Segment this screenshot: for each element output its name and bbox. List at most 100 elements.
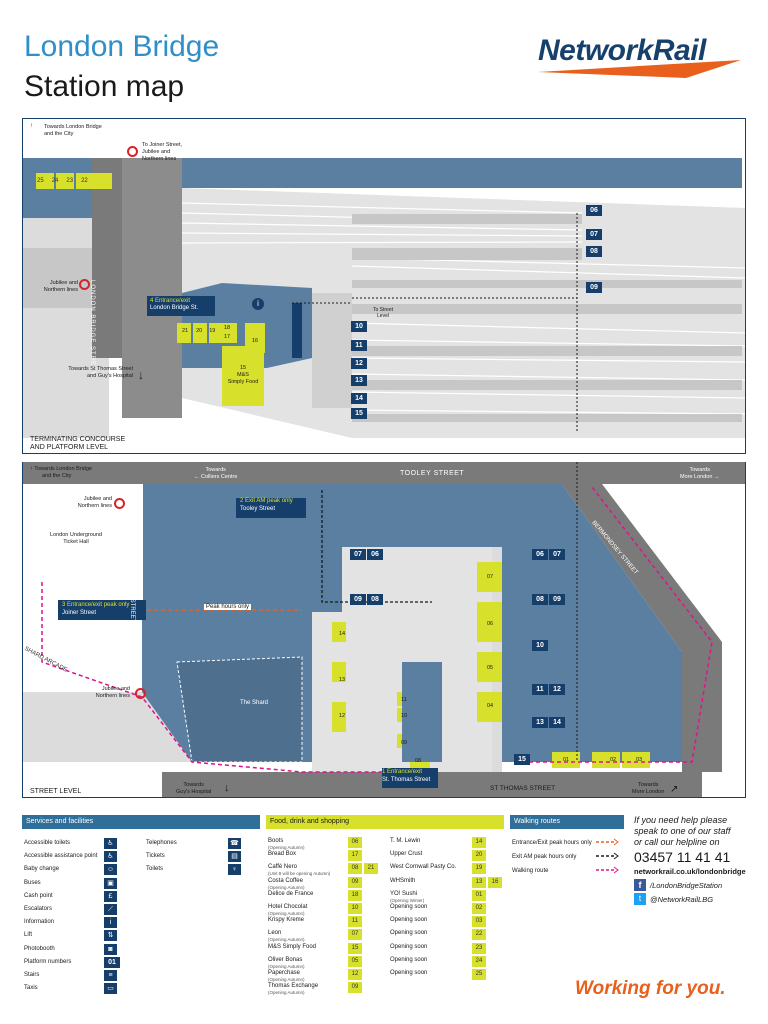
shop-name: Leon [268, 930, 282, 937]
shop-name: West Cornwall Pasty Co. [390, 864, 457, 871]
platform-14-right: 14 [549, 717, 565, 728]
info-icon: i [104, 917, 117, 929]
shop-label: Opening soon [390, 930, 427, 936]
unit-badge: 02 [472, 903, 486, 914]
platform-09: 09 [586, 282, 602, 293]
shop-name: Costa Coffee [268, 877, 303, 884]
twitter-icon: t [634, 893, 646, 905]
helpline-number[interactable]: 03457 11 41 41 [634, 849, 731, 865]
shop-label: Opening soon [390, 917, 427, 923]
shop-name: Paperchase [268, 970, 301, 976]
joiner-street-label: JOINER STREET [129, 575, 135, 623]
platform-06: 06 [586, 205, 602, 216]
shop-label: Boots(Opening Autumn) [268, 838, 305, 850]
platform-12: 12 [351, 358, 367, 369]
unit-03: 03 [636, 757, 643, 763]
service-label: Platform numbers [24, 958, 72, 965]
shop-status: (Opening Autumn) [268, 845, 305, 850]
exit-am-peak: 2 Exit AM peak only Tooley Street [240, 498, 293, 512]
lift-icon: ⇅ [104, 930, 117, 942]
unit-12: 12 [339, 713, 346, 719]
shop-name: WHSmith [390, 877, 416, 884]
down-arrow-icon: ↓ [138, 368, 144, 382]
shop-status: (Opening Autumn) [268, 963, 305, 969]
unit-badge: 13 [472, 876, 486, 888]
unit-badge: 15 [348, 942, 362, 954]
telephone-icon: ☎ [228, 838, 241, 849]
unit-badge: 12 [348, 969, 362, 980]
service-label: Accessible toilets [24, 840, 71, 846]
platform-11: 11 [351, 340, 367, 351]
platform-09-left: 09 [350, 594, 366, 605]
unit-13: 13 [339, 677, 346, 683]
towards-colliers: Towards← Colliers Centre [194, 467, 238, 480]
shop-label: Opening soon [390, 970, 427, 976]
unit-badge: 19 [472, 863, 486, 875]
shop-label: Paperchase(Opening Autumn) [268, 970, 305, 982]
services-heading: Services and facilities [22, 815, 260, 829]
platform-06-left: 06 [367, 549, 383, 560]
taxi-icon: ▭ [104, 983, 117, 995]
shop-name: T. M. Lewin [390, 838, 421, 844]
shop-label: Bread Box [268, 851, 296, 857]
platform-15-right: 15 [514, 754, 530, 765]
shop-label: Opening soon [390, 944, 427, 950]
help-line-1: If you need help please [634, 815, 728, 825]
ticket-icon: ▤ [228, 851, 241, 863]
london-bridge-street-label: LONDON BRIDGE STREET [89, 280, 95, 376]
tagline: Working for you. [575, 978, 726, 999]
shop-status: (Opening Autumn) [268, 884, 305, 890]
facebook-handle[interactable]: /LondonBridgeStation [650, 881, 723, 890]
unit-08: 08 [415, 758, 422, 764]
shop-name: Opening soon [390, 943, 428, 950]
underground-icon-3 [114, 498, 125, 509]
walking-route: Walking route [512, 868, 549, 874]
underground-icon [127, 146, 138, 157]
shop-label: Oliver Bonas(Opening Autumn) [268, 957, 305, 969]
platform-13: 13 [351, 375, 367, 386]
shop-label: T. M. Lewin [390, 838, 420, 844]
shop-name: Oliver Bonas [268, 956, 303, 963]
shop-label: Thomas Exchange(Opening Autumn) [268, 983, 318, 995]
unit-badge: 21 [364, 863, 378, 875]
unit-badge: 10 [348, 903, 362, 914]
unit-05: 05 [487, 665, 494, 671]
unit-badge: 18 [348, 889, 362, 901]
down-arrow-icon-2: ↓ [224, 782, 230, 794]
shop-label: Costa Coffee(Opening Autumn) [268, 878, 305, 890]
shop-name: Opening soon [390, 970, 428, 976]
unit-06: 06 [487, 621, 494, 627]
unit-badge: 06 [348, 837, 362, 848]
service-label: Toilets [146, 866, 164, 873]
shop-name: Boots [268, 838, 284, 844]
unit-badge: 17 [348, 850, 362, 862]
service-label: Accessible assistance point [24, 853, 98, 860]
unit-01: 01 [563, 757, 570, 763]
peak-hours-label: Peak hours only [204, 604, 252, 610]
platform-number-icon: 01 [104, 956, 120, 968]
cash-icon: £ [104, 890, 117, 902]
service-label: Lift [24, 932, 33, 939]
station-url[interactable]: networkrail.co.uk/londonbridge [634, 867, 746, 876]
unit-badge: 05 [348, 955, 362, 967]
shop-label: Opening soon [390, 904, 427, 910]
twitter-handle[interactable]: @NetworkRailLBG [650, 895, 714, 904]
unit-badge: 14 [472, 837, 486, 848]
page-title: London Bridge [24, 30, 220, 63]
shop-label: M&S Simply Food [268, 944, 316, 950]
underground-icon-4 [135, 688, 146, 699]
platform-15: 15 [351, 408, 367, 419]
platform-10-right: 10 [532, 640, 548, 651]
shop-status: (Opening Autumn) [268, 937, 305, 943]
shop-name: Caffè Nero [268, 864, 297, 871]
facebook-icon: f [634, 879, 646, 891]
upper-unit-16: 16 [252, 338, 259, 344]
platform-06-right: 06 [532, 549, 548, 560]
shop-label: Upper Crust [390, 851, 422, 857]
service-label: Telephones [146, 840, 177, 846]
